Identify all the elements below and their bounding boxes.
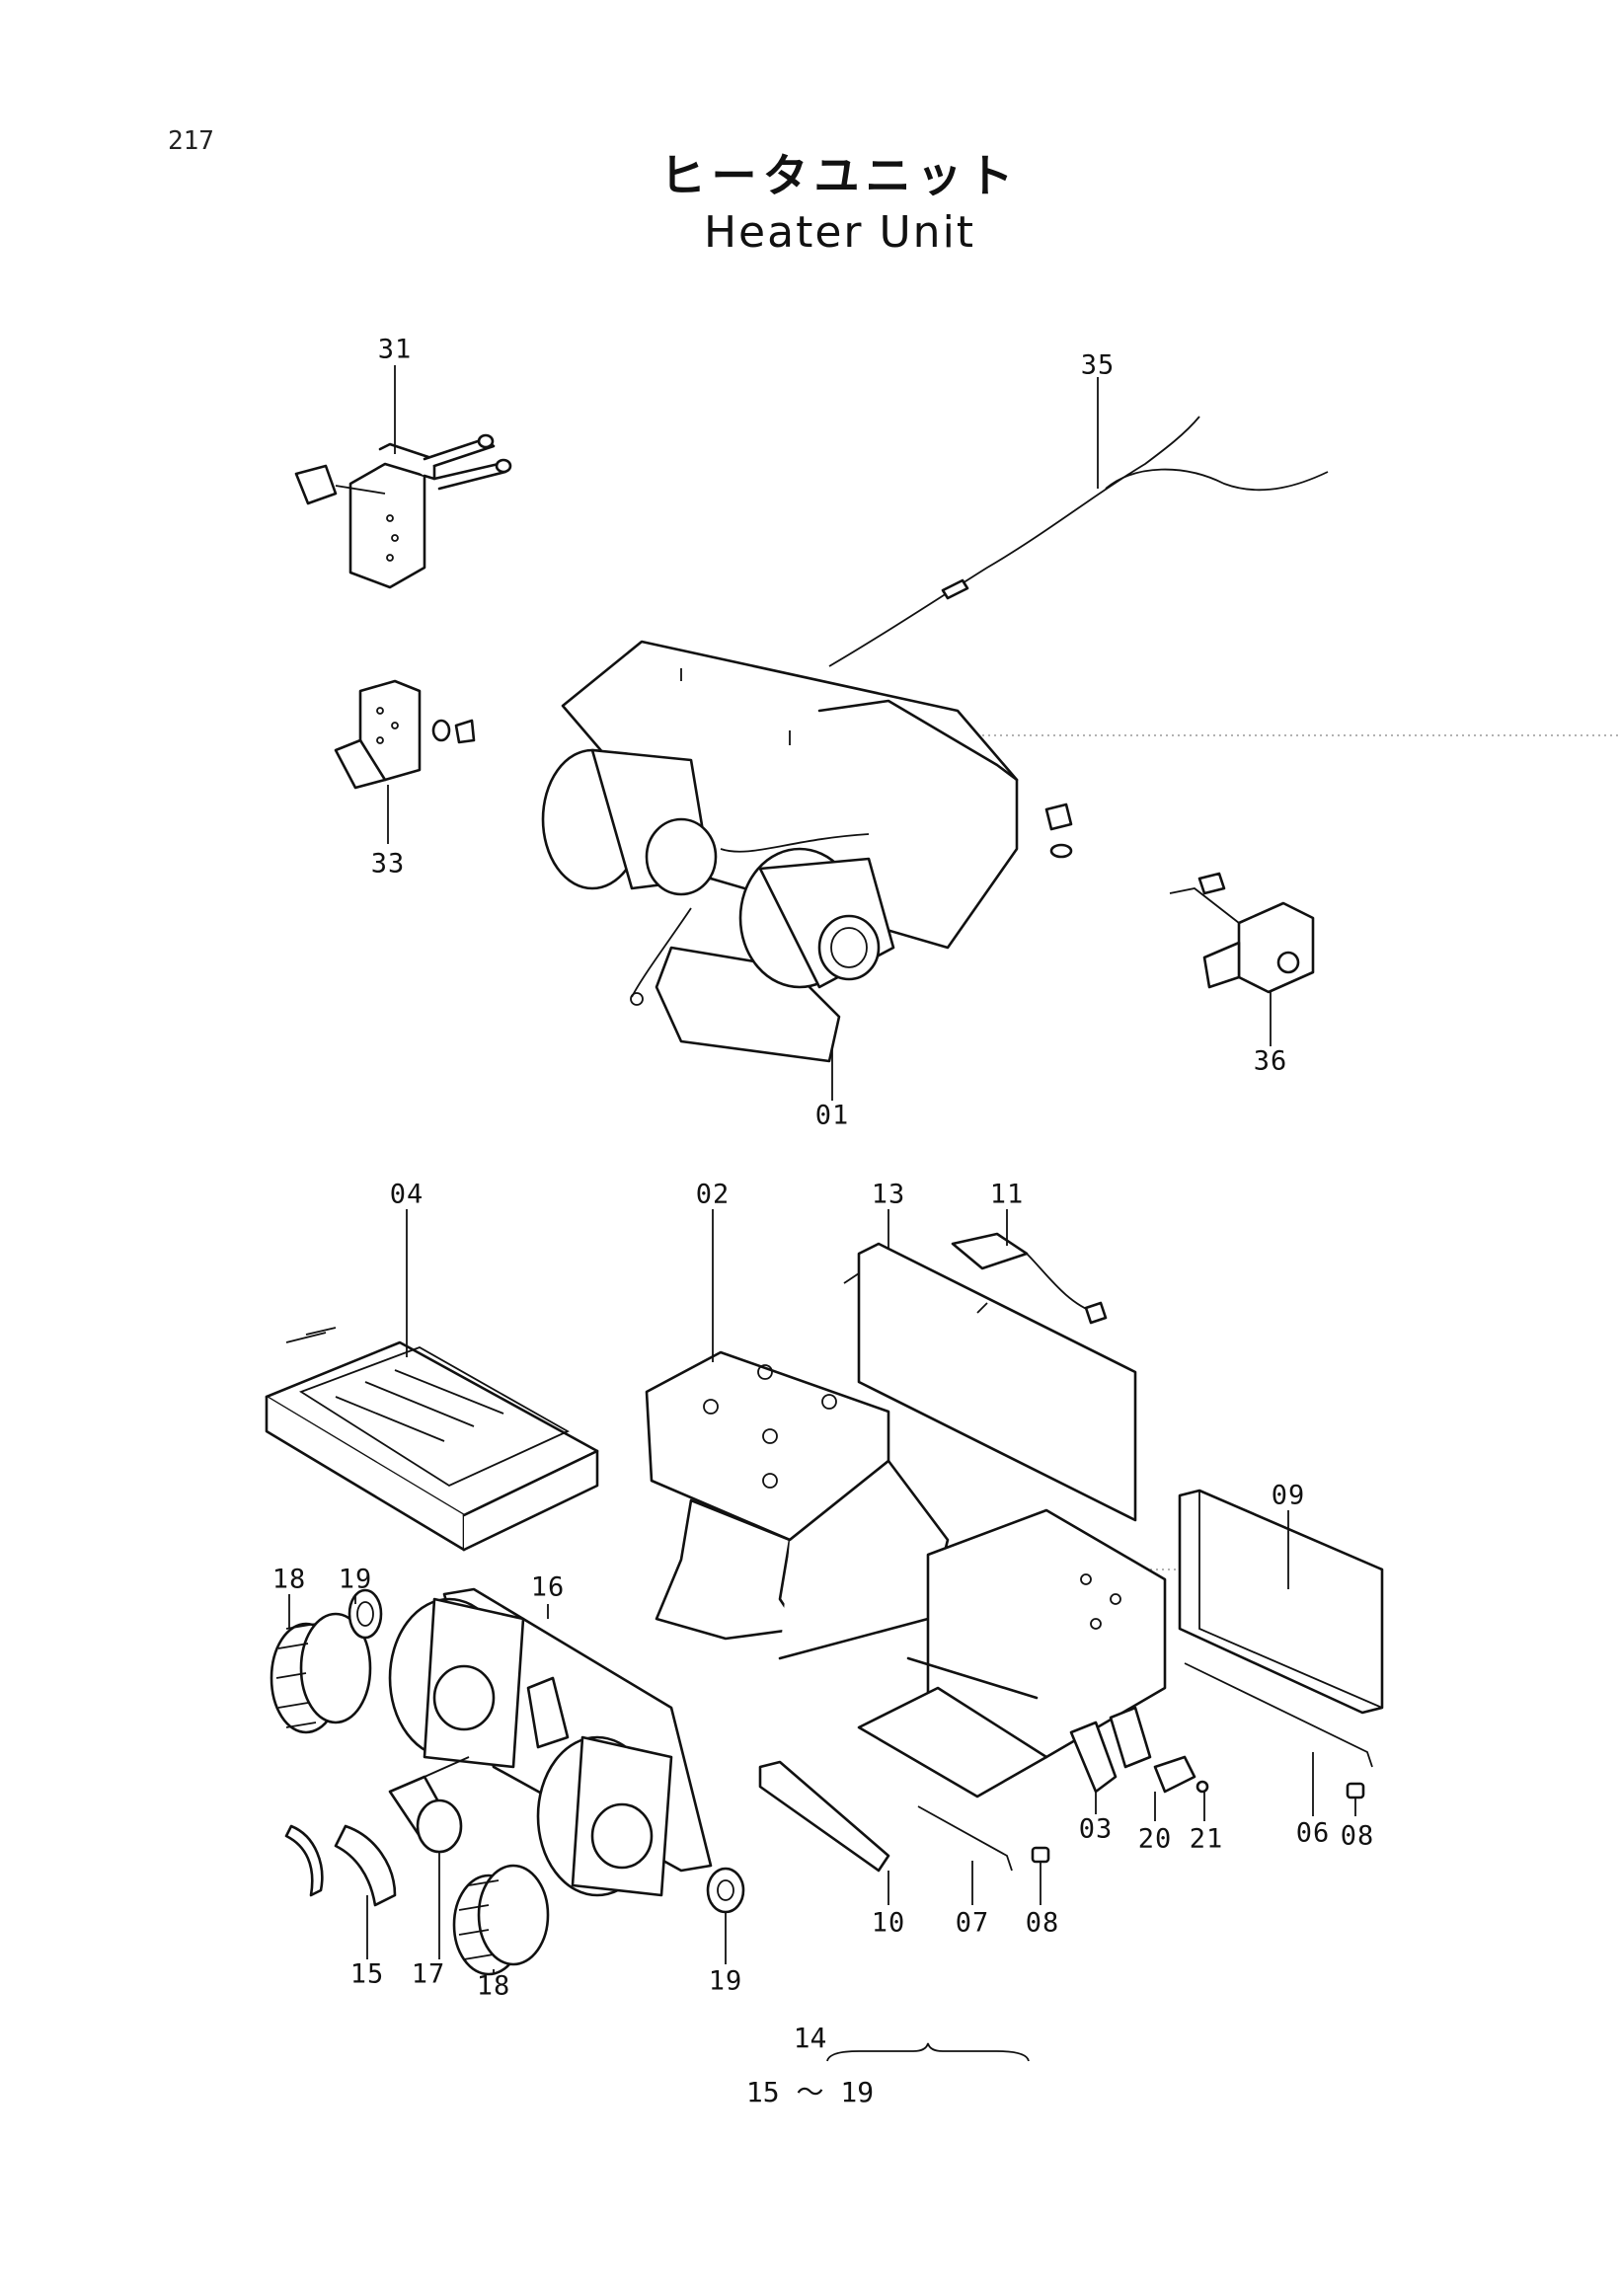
part-19-ring-b (706, 1867, 745, 1914)
part-13-panel-plate (843, 1242, 1137, 1522)
part-21-clip (1196, 1780, 1209, 1794)
part-label-08-center: 08 (1025, 1907, 1060, 1939)
part-label-20: 20 (1137, 1823, 1173, 1855)
part-01-heater-unit-assembly (541, 640, 1073, 1063)
part-label-19-lower: 19 (708, 1965, 743, 1997)
part-label-10: 10 (871, 1907, 906, 1939)
part-lower-case (857, 1508, 1167, 1799)
part-label-07: 07 (955, 1907, 990, 1939)
part-08-cap-a (1346, 1782, 1365, 1799)
part-label-19-upper: 19 (338, 1564, 373, 1595)
part-06-rod (1184, 1662, 1373, 1768)
part-label-04: 04 (389, 1179, 424, 1210)
part-03-lever (1069, 1706, 1152, 1794)
group-number: 14 (793, 2022, 827, 2054)
group-range: 15 ～ 19 (745, 2076, 875, 2108)
part-31-valve-bracket (294, 433, 512, 589)
part-15-cover (284, 1824, 397, 1907)
part-label-02: 02 (695, 1179, 731, 1210)
part-label-09: 09 (1271, 1480, 1306, 1511)
part-label-03: 03 (1078, 1813, 1114, 1845)
part-label-18-upper: 18 (271, 1564, 307, 1595)
part-07-rod (917, 1805, 1013, 1872)
part-label-36: 36 (1253, 1045, 1288, 1077)
group-bracket (826, 2042, 1030, 2062)
part-04-heater-core (265, 1327, 599, 1552)
part-label-16: 16 (530, 1571, 566, 1603)
page-title-japanese: ヒータユニット (659, 149, 1020, 202)
part-36-switch (1169, 872, 1315, 994)
part-label-15: 15 (349, 1958, 385, 1990)
part-35-wire-harness (828, 416, 1329, 667)
part-20-link (1153, 1755, 1196, 1794)
part-18-fan-a (270, 1612, 372, 1734)
part-label-35: 35 (1080, 349, 1116, 381)
part-33-mounting-bracket (334, 679, 476, 790)
part-label-01: 01 (814, 1100, 850, 1131)
part-label-17: 17 (411, 1958, 446, 1990)
page-number: 217 (168, 126, 214, 156)
part-09-filter (1178, 1489, 1384, 1715)
part-label-18-lower: 18 (476, 1970, 511, 2002)
leader-lines (288, 365, 1356, 1974)
part-02-heater-case (645, 1350, 950, 1660)
part-label-13: 13 (871, 1179, 906, 1210)
part-label-31: 31 (377, 334, 413, 365)
part-08-cap-b (1031, 1846, 1050, 1864)
part-label-11: 11 (989, 1179, 1025, 1210)
part-19-ring-a (347, 1588, 383, 1640)
part-10-bracket (758, 1760, 890, 1873)
page-title-english: Heater Unit (703, 207, 976, 258)
part-label-06: 06 (1295, 1817, 1331, 1849)
part-16-blower-housing (388, 1587, 713, 1897)
part-11-actuator (951, 1232, 1108, 1325)
part-18-fan-b (452, 1864, 550, 1976)
part-label-21: 21 (1189, 1823, 1224, 1855)
part-17-motor (388, 1756, 470, 1905)
part-label-08-right: 08 (1340, 1820, 1375, 1852)
part-label-33: 33 (370, 848, 406, 880)
